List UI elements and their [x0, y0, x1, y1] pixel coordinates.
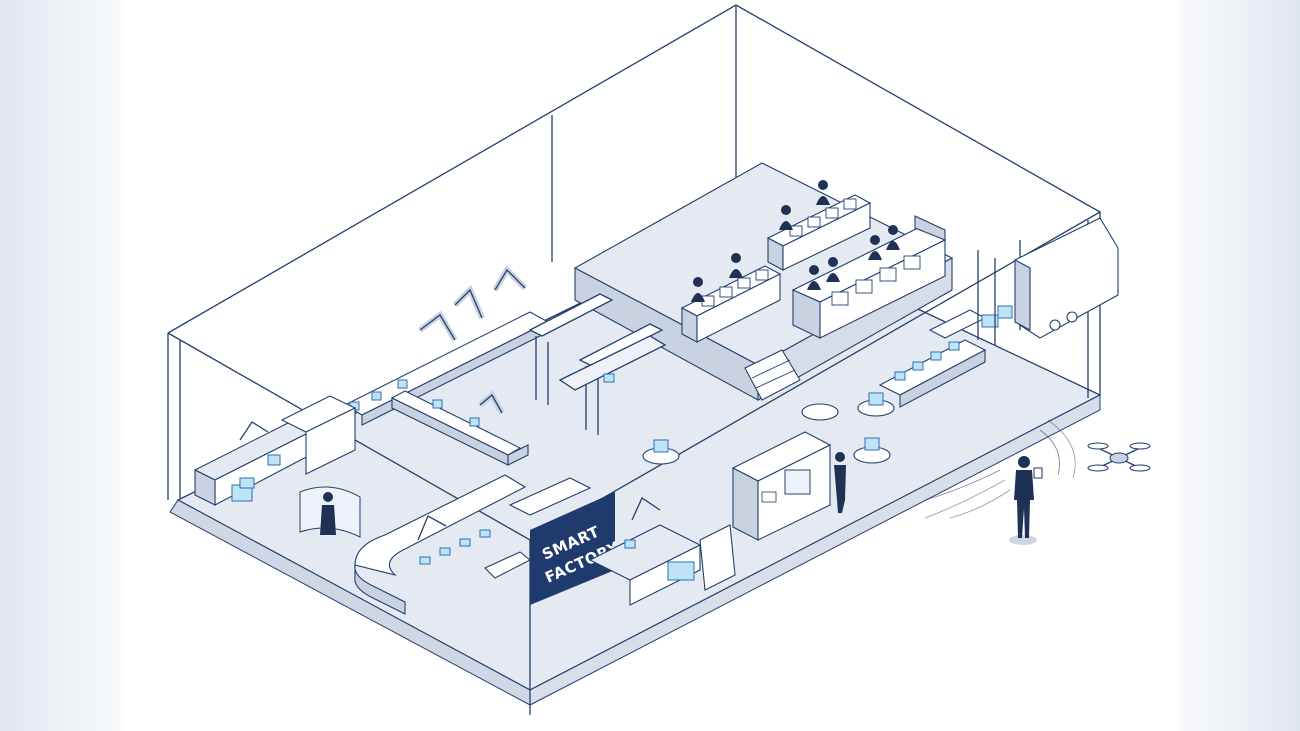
person-icon	[807, 265, 821, 290]
wifi-waves	[924, 419, 1076, 519]
person-icon	[816, 180, 830, 205]
packaging-cell	[588, 497, 736, 606]
field-worker	[1009, 456, 1043, 545]
robot-arm-icon	[418, 265, 528, 415]
shipping-conveyor	[878, 305, 1013, 408]
cnc-machine	[731, 431, 832, 541]
control-desk-rear	[766, 194, 872, 271]
loading-gantry	[977, 240, 1021, 345]
person-icon	[826, 257, 840, 282]
worker-ar-display	[299, 486, 361, 538]
gantry-crane	[528, 293, 667, 435]
truck-icon	[1014, 217, 1119, 339]
front-conveyor	[354, 474, 592, 615]
left-robot-cell	[193, 395, 357, 506]
person-icon	[691, 277, 705, 302]
control-room-operators	[691, 180, 900, 302]
assembly-conveyor	[343, 311, 550, 466]
control-desk-cubicle	[791, 215, 947, 339]
person-icon	[729, 253, 743, 278]
drone-icon	[1087, 442, 1151, 472]
person-icon	[834, 452, 846, 513]
person-icon	[868, 235, 882, 260]
blue-boxes-conveyor	[349, 379, 480, 427]
person-icon	[886, 225, 900, 250]
monitor-icon	[789, 198, 857, 237]
person-icon	[779, 205, 793, 230]
control-desk-left	[680, 265, 782, 343]
agv-icon	[642, 392, 895, 465]
